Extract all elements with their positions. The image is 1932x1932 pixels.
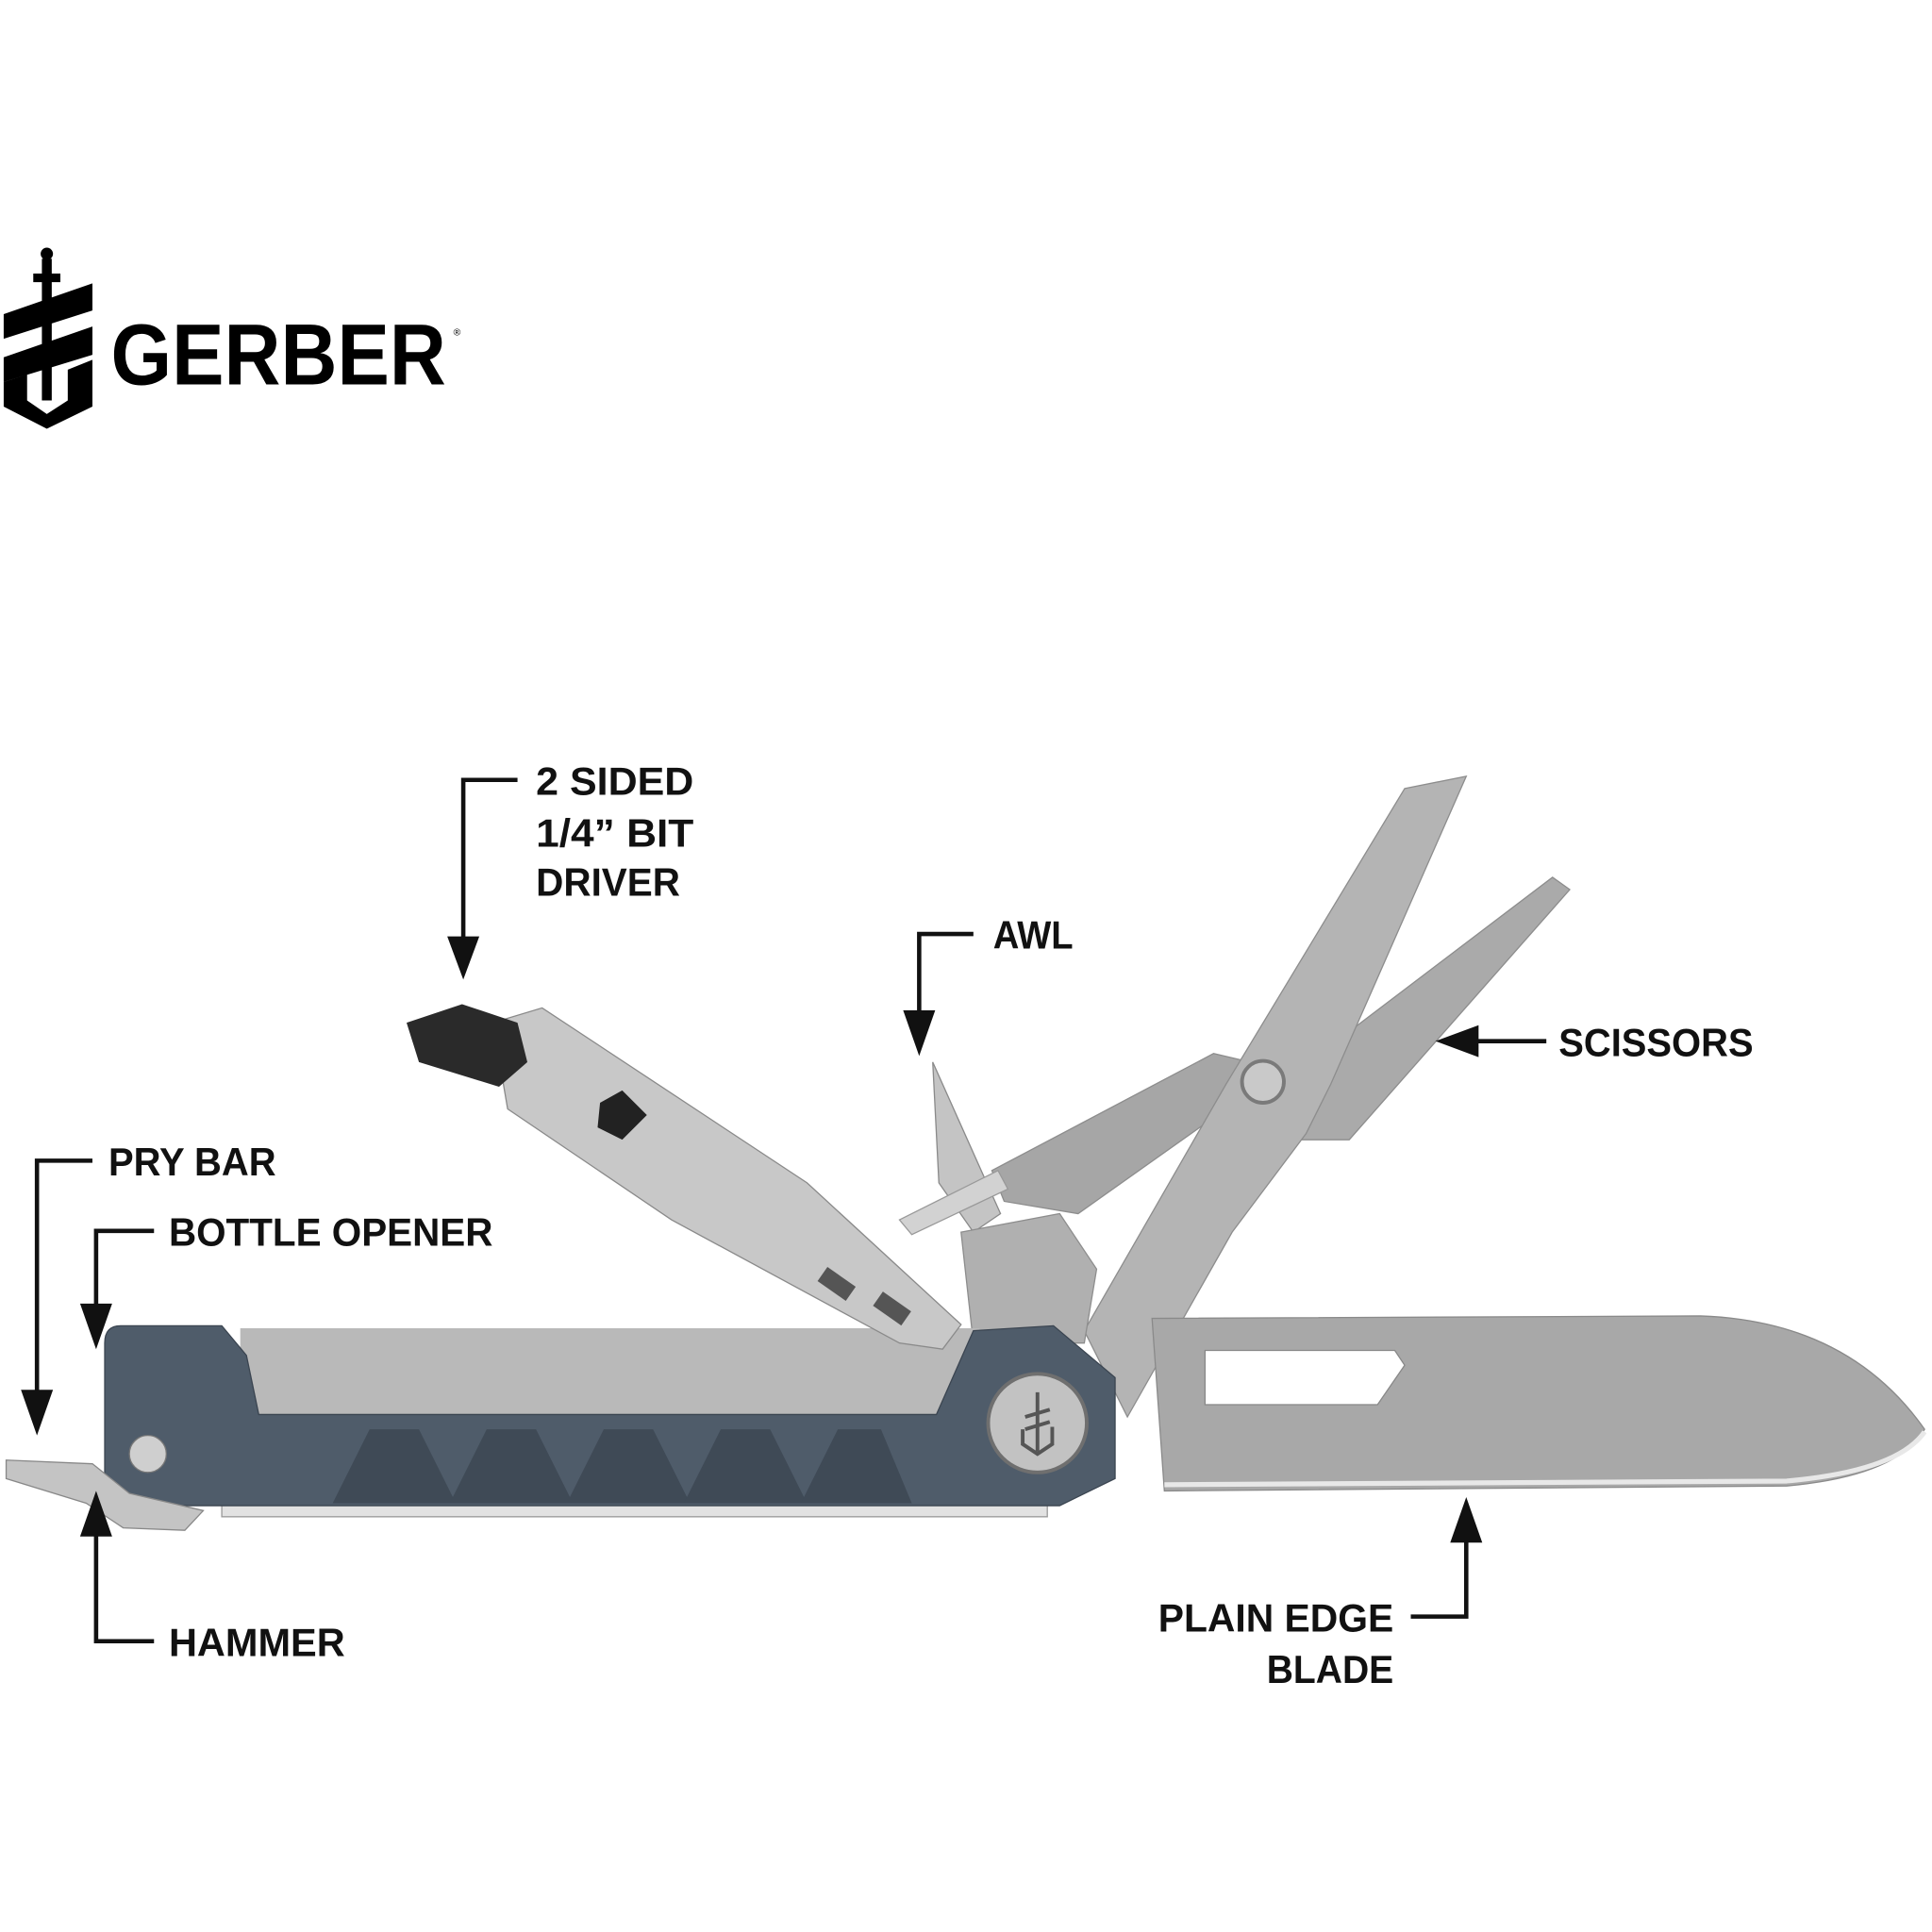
driver-slot	[873, 1291, 911, 1326]
arrow-down-icon	[21, 1390, 54, 1436]
multitool	[5, 774, 1927, 1531]
arrow-down-icon	[79, 1303, 112, 1350]
main-pivot	[986, 1372, 1089, 1474]
gerber-shield-icon	[3, 247, 92, 429]
driver-slot	[817, 1267, 857, 1301]
label-bit-driver-line1: 2 SIDED	[536, 758, 693, 803]
label-blade-line1: PLAIN EDGE	[1158, 1595, 1393, 1640]
handle-rivet	[128, 1434, 167, 1474]
label-blade-line2: BLADE	[1267, 1647, 1394, 1691]
label-bit-driver-line3: DRIVER	[536, 860, 680, 905]
label-bottle-opener: BOTTLE OPENER	[169, 1209, 493, 1254]
bit-driver-shaft	[491, 1007, 962, 1350]
scissors-pivot	[1240, 1058, 1286, 1105]
callout-scissors: SCISSORS	[1435, 1020, 1754, 1064]
callout-awl: AWL	[903, 913, 1074, 1057]
label-bit-driver-line2: 1/4” BIT	[536, 810, 694, 855]
label-scissors: SCISSORS	[1558, 1020, 1753, 1064]
gerber-logo: GERBER ®	[3, 247, 461, 429]
label-pry-bar: PRY BAR	[108, 1140, 276, 1184]
label-hammer: HAMMER	[169, 1620, 345, 1664]
callout-blade: PLAIN EDGE BLADE	[1158, 1496, 1483, 1691]
handle-channel	[240, 1328, 980, 1427]
awl-pin	[898, 1169, 1009, 1236]
callout-pry-bar: PRY BAR	[21, 1140, 276, 1436]
gerber-pivot-logo-icon	[1021, 1391, 1055, 1457]
arrow-up-icon	[1450, 1496, 1483, 1543]
handle-grip-ridges	[332, 1429, 912, 1504]
bit-tip	[407, 1004, 528, 1087]
callout-bit-driver: 2 SIDED 1/4” BIT DRIVER	[447, 758, 694, 980]
blade-edge	[1164, 1430, 1927, 1488]
pry-bar-hammer	[5, 1459, 205, 1531]
logo-wordmark: GERBER	[111, 308, 446, 404]
callout-bottle-opener: BOTTLE OPENER	[79, 1209, 493, 1350]
callout-hammer: HAMMER	[79, 1491, 345, 1664]
awl-base	[960, 1212, 1098, 1344]
arrow-down-icon	[903, 1010, 936, 1057]
label-awl: AWL	[993, 913, 1074, 958]
arrow-left-icon	[1435, 1024, 1479, 1058]
registered-mark: ®	[454, 327, 461, 338]
arrow-down-icon	[447, 936, 480, 980]
blade-hole	[1204, 1349, 1406, 1406]
arrow-up-icon	[79, 1491, 112, 1537]
